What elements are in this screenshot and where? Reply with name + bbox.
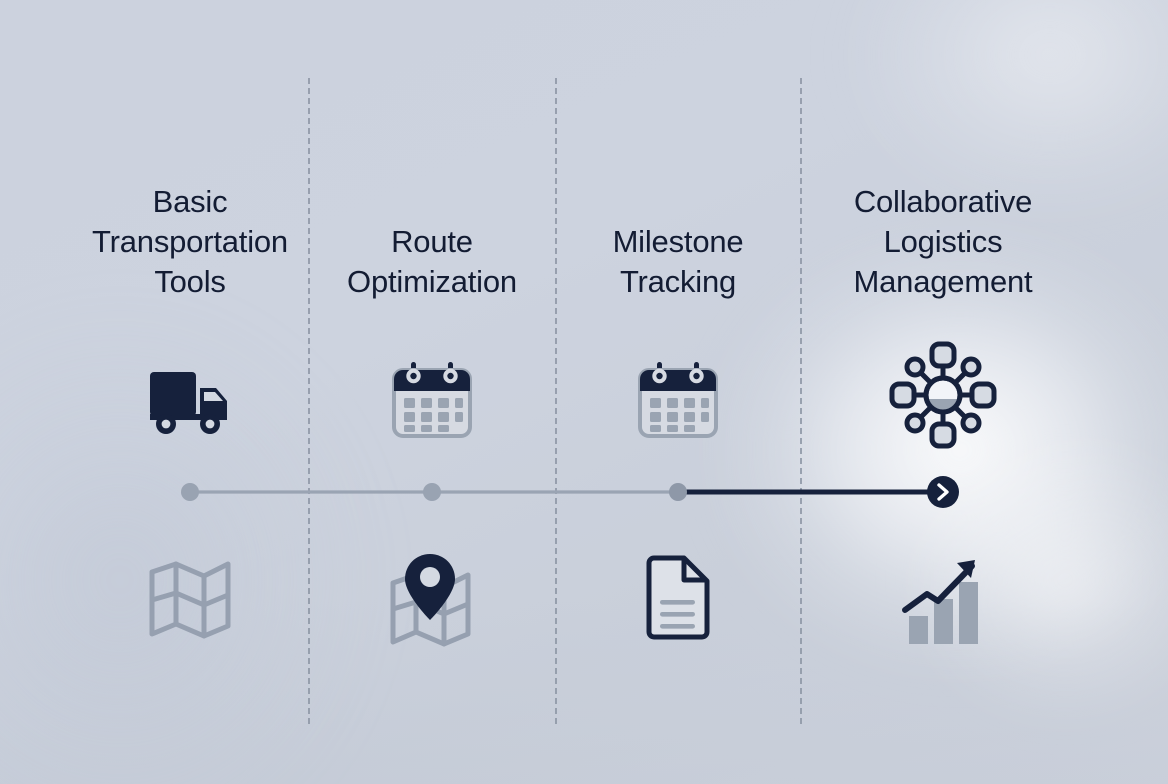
growth-chart-icon — [901, 554, 985, 646]
stage-4-top-icon-slot — [818, 340, 1068, 450]
truck-icon — [144, 358, 236, 442]
stage-4-bottom-icon-slot — [818, 545, 1068, 655]
column-divider-1 — [308, 78, 310, 724]
stage-3-title: Milestone Tracking — [612, 224, 744, 299]
stage-column-4[interactable]: Collaborative Logistics Management — [818, 0, 1068, 784]
stage-column-1[interactable]: Basic Transportation Tools — [60, 0, 320, 784]
stage-3-bottom-icon-slot — [560, 545, 796, 655]
stage-2-title: Route Optimization — [347, 224, 517, 299]
map-pin-icon — [385, 550, 479, 650]
stage-1-top-icon-slot — [60, 345, 320, 455]
folded-map-icon — [147, 556, 233, 644]
column-divider-3 — [800, 78, 802, 724]
stage-2-bottom-icon-slot — [312, 545, 552, 655]
stage-column-3[interactable]: Milestone Tracking — [560, 0, 796, 784]
stage-1-bottom-icon-slot — [60, 545, 320, 655]
calendar-icon — [389, 356, 475, 444]
column-divider-2 — [555, 78, 557, 724]
network-hub-icon — [889, 341, 997, 449]
stage-1-title: Basic Transportation Tools — [92, 184, 288, 299]
stage-2-top-icon-slot — [312, 345, 552, 455]
stage-3-top-icon-slot — [560, 345, 796, 455]
stage-column-2[interactable]: Route Optimization — [312, 0, 552, 784]
document-icon — [641, 554, 715, 646]
stage-4-title: Collaborative Logistics Management — [853, 184, 1033, 299]
calendar-icon — [635, 356, 721, 444]
